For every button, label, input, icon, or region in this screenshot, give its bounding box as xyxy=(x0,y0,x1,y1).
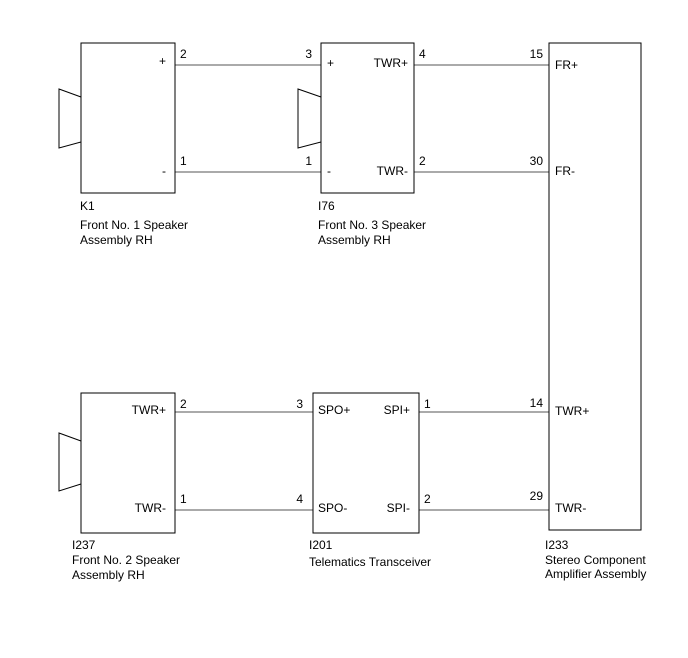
i201-code: I201 xyxy=(309,538,333,552)
k1-pin-plus: 2 xyxy=(180,47,187,61)
i201-terminal-spi-minus: SPI- xyxy=(387,501,410,515)
component-i76: + - TWR+ TWR- 3 1 4 2 I76 Front No. 3 Sp… xyxy=(297,42,426,247)
i76-pin-plus: 3 xyxy=(305,47,312,61)
k1-terminal-minus: - xyxy=(162,164,166,178)
i233-code: I233 xyxy=(545,538,569,552)
component-k1: + - 2 1 K1 Front No. 1 Speaker Assembly … xyxy=(58,42,188,247)
i201-pin-spo-plus: 3 xyxy=(296,397,303,411)
component-i237: TWR+ TWR- 2 1 I237 Front No. 2 Speaker A… xyxy=(58,392,187,582)
speaker-icon xyxy=(58,432,82,492)
k1-box xyxy=(80,42,176,194)
k1-name-line1: Front No. 1 Speaker xyxy=(80,218,188,232)
i201-pin-spi-plus: 1 xyxy=(424,397,431,411)
i237-pin-twr-plus: 2 xyxy=(180,397,187,411)
i237-pin-twr-minus: 1 xyxy=(180,492,187,506)
i233-terminal-fr-plus: FR+ xyxy=(555,58,578,72)
i76-pin-twr-plus: 4 xyxy=(419,47,426,61)
i233-name-line1: Stereo Component xyxy=(545,553,646,567)
k1-pin-minus: 1 xyxy=(180,154,187,168)
i233-pin-twr-minus: 29 xyxy=(530,489,544,503)
speaker-icon xyxy=(58,88,82,149)
i201-terminal-spo-minus: SPO- xyxy=(318,501,347,515)
i237-terminal-twr-plus: TWR+ xyxy=(132,403,166,417)
i76-terminal-twr-minus: TWR- xyxy=(377,164,408,178)
i76-terminal-twr-plus: TWR+ xyxy=(374,56,408,70)
speaker-icon xyxy=(297,88,322,149)
wires xyxy=(175,64,549,511)
k1-terminal-plus: + xyxy=(159,54,166,68)
i201-terminal-spi-plus: SPI+ xyxy=(384,403,410,417)
i233-pin-fr-minus: 30 xyxy=(530,154,544,168)
i76-box xyxy=(320,42,415,194)
i76-code: I76 xyxy=(318,199,335,213)
i237-name-line1: Front No. 2 Speaker xyxy=(72,553,180,567)
i76-pin-twr-minus: 2 xyxy=(419,154,426,168)
i233-pin-twr-plus: 14 xyxy=(530,396,544,410)
i233-terminal-fr-minus: FR- xyxy=(555,164,575,178)
i237-name-line2: Assembly RH xyxy=(72,568,145,582)
i201-pin-spo-minus: 4 xyxy=(296,492,303,506)
i233-terminal-twr-plus: TWR+ xyxy=(555,404,589,418)
i201-box xyxy=(312,392,420,534)
component-i201: SPO+ SPO- SPI+ SPI- 3 4 1 2 I201 Telemat… xyxy=(296,392,431,569)
i76-name-line1: Front No. 3 Speaker xyxy=(318,218,426,232)
i76-terminal-minus: - xyxy=(327,164,331,178)
i76-name-line2: Assembly RH xyxy=(318,233,391,247)
i233-name-line2: Amplifier Assembly xyxy=(545,567,646,581)
i201-terminal-spo-plus: SPO+ xyxy=(318,403,350,417)
i233-pin-fr-plus: 15 xyxy=(530,47,544,61)
i201-pin-spi-minus: 2 xyxy=(424,492,431,506)
i76-pin-minus: 1 xyxy=(305,154,312,168)
i237-code: I237 xyxy=(72,538,96,552)
i233-terminal-twr-minus: TWR- xyxy=(555,501,586,515)
i201-name-line1: Telematics Transceiver xyxy=(309,555,431,569)
component-i233: FR+ FR- TWR+ TWR- 15 30 14 29 I233 Stere… xyxy=(530,42,646,581)
i76-terminal-plus: + xyxy=(327,56,334,70)
i237-terminal-twr-minus: TWR- xyxy=(135,501,166,515)
k1-name-line2: Assembly RH xyxy=(80,233,153,247)
i237-box xyxy=(80,392,176,534)
i233-box xyxy=(548,42,642,531)
k1-code: K1 xyxy=(80,199,95,213)
